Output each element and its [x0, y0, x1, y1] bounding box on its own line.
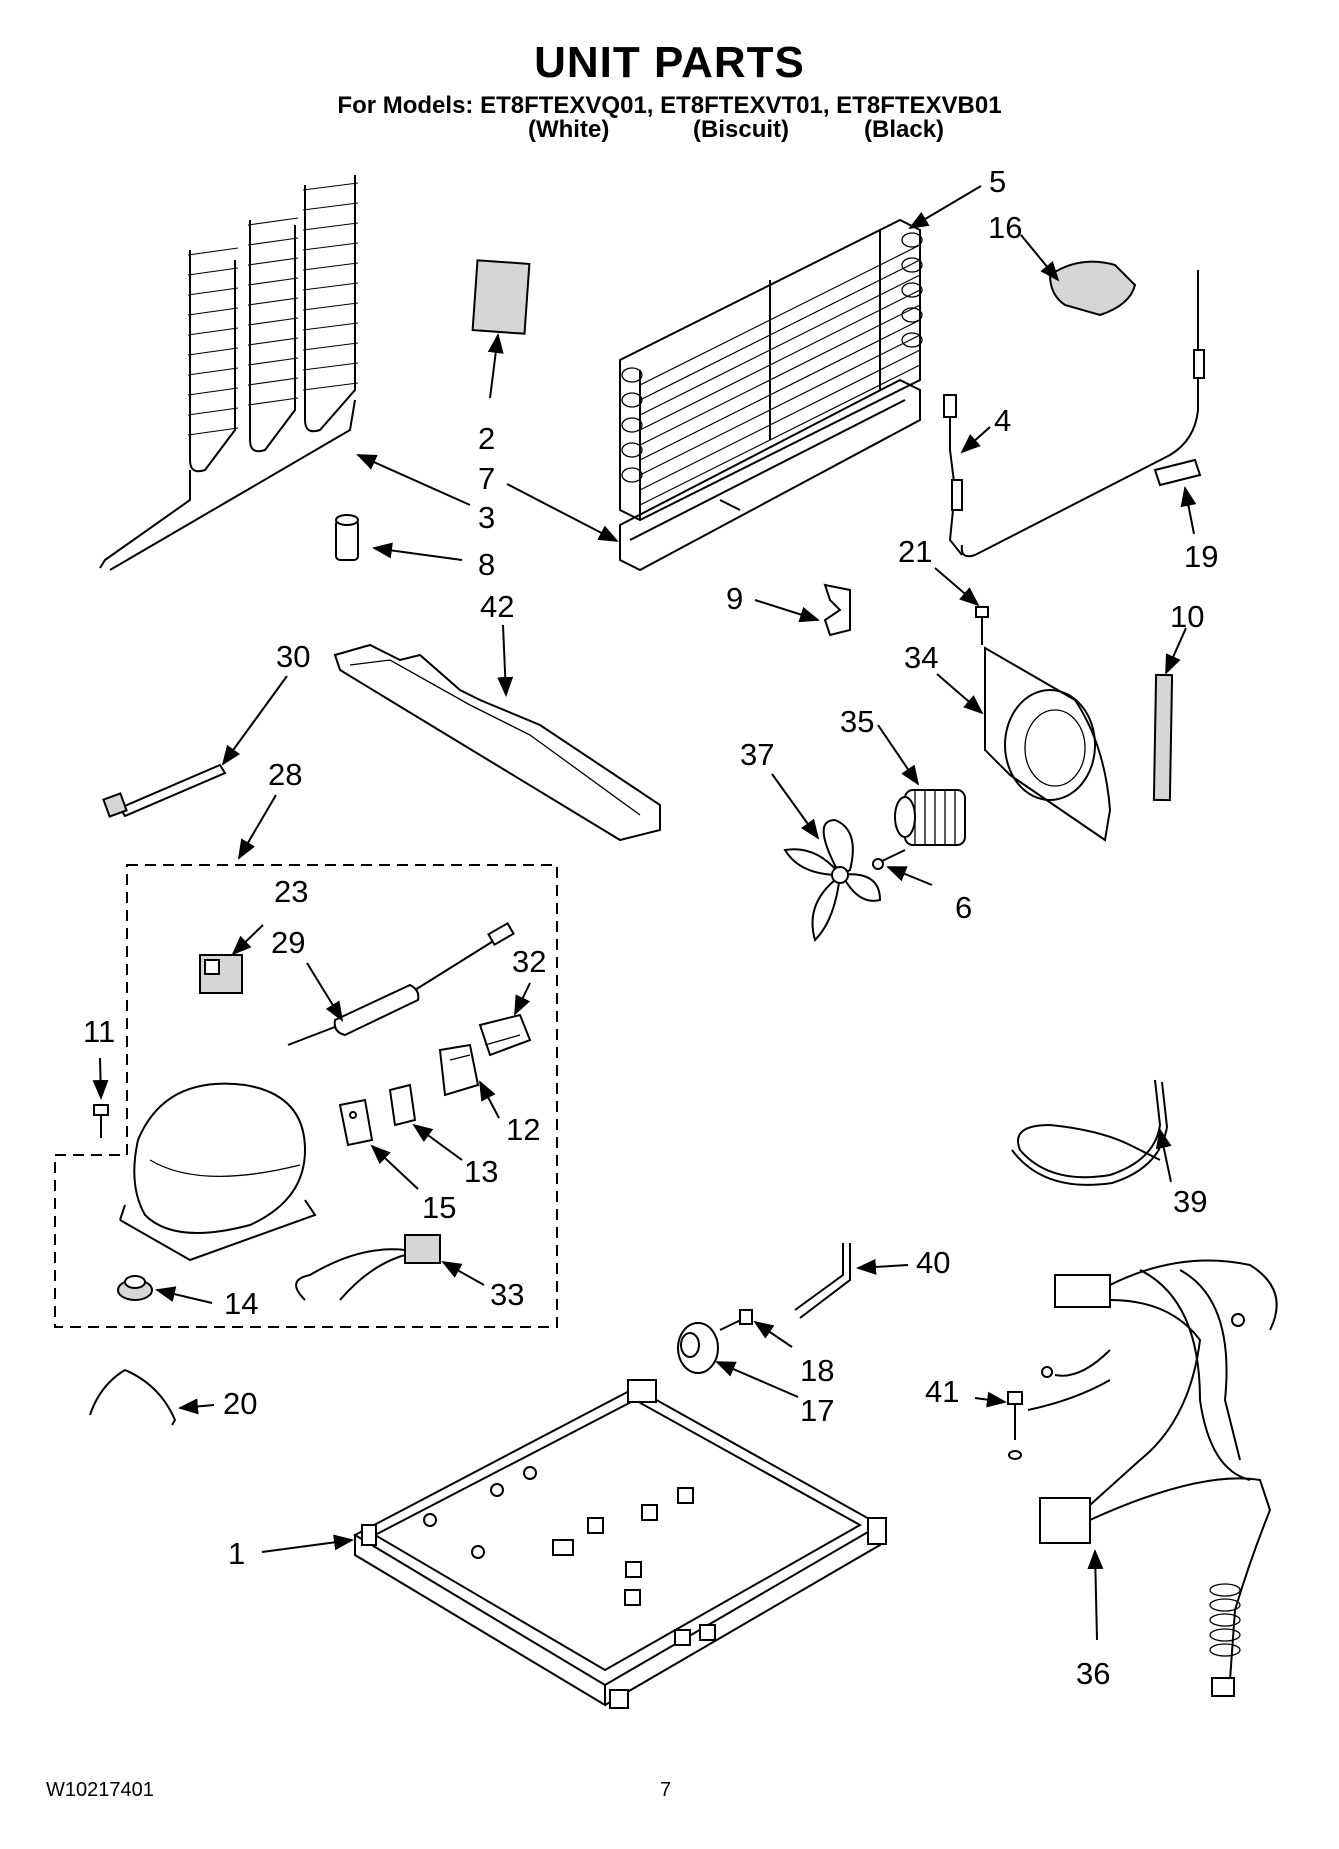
callout-12: 12 [506, 1112, 540, 1147]
callout-35: 35 [840, 704, 874, 739]
callout-28: 28 [268, 757, 302, 792]
callout-18: 18 [800, 1353, 834, 1388]
callout-7: 7 [478, 461, 495, 496]
callout-6: 6 [955, 890, 972, 925]
relay-drawing [199, 954, 243, 994]
page-number: 7 [660, 1779, 672, 1801]
compressor-drawing [119, 1082, 317, 1262]
callout-20: 20 [223, 1386, 257, 1421]
evaporator-coil-drawing [619, 218, 923, 522]
callout-15: 15 [422, 1190, 456, 1225]
fan-shroud-drawing [984, 646, 1112, 842]
callout-36: 36 [1076, 1656, 1110, 1691]
callout-14: 14 [224, 1286, 258, 1321]
callout-8: 8 [478, 547, 495, 582]
callout-4: 4 [994, 403, 1011, 438]
color-label-black: (Black) [864, 116, 945, 143]
compressor-kit-boundary [54, 864, 558, 1328]
drain-pan-drawing [333, 643, 661, 842]
cylinder-part-drawing [335, 514, 359, 561]
sensor-wire-drawing [960, 270, 1205, 558]
callout-10: 10 [1170, 599, 1204, 634]
callout-40: 40 [916, 1245, 950, 1280]
cover-part-drawing [1048, 260, 1137, 317]
color-label-white: (White) [528, 116, 610, 143]
callout-39: 39 [1173, 1184, 1207, 1219]
pin-drawing [719, 1309, 753, 1331]
callout-23: 23 [274, 874, 308, 909]
screw-11-drawing [93, 1104, 109, 1138]
callout-2: 2 [478, 421, 495, 456]
bracket-part-drawing [823, 583, 851, 637]
condenser-coil-drawing [99, 175, 359, 571]
screw-41-drawing [1007, 1391, 1023, 1460]
filter-drier-drawing [287, 921, 515, 1046]
fan-blade-drawing [783, 818, 882, 942]
document-number: W10217401 [46, 1779, 154, 1801]
compressor-harness-drawing [295, 1234, 441, 1301]
callout-1: 1 [228, 1536, 245, 1571]
screw-6-drawing [872, 849, 906, 870]
model-list: For Models: ET8FTEXVQ01, ET8FTEXVT01, ET… [337, 92, 1002, 119]
clip-drawing [89, 1368, 177, 1426]
callout-42: 42 [480, 589, 514, 624]
cable-tie-drawing [102, 763, 227, 818]
callout-21: 21 [898, 534, 932, 569]
start-device-drawing [438, 1043, 480, 1097]
defrost-wire-drawing [943, 394, 963, 556]
callout-19: 19 [1184, 539, 1218, 574]
screw-21-drawing [975, 606, 989, 645]
roller-drawing [677, 1322, 719, 1374]
drain-trough-drawing [619, 378, 921, 572]
callout-5: 5 [989, 164, 1006, 199]
callout-11: 11 [83, 1014, 115, 1049]
overload-drawing [478, 1013, 532, 1057]
tube-39-drawing [1011, 1079, 1169, 1186]
page-title: UNIT PARTS [534, 38, 805, 87]
gasket-pad-drawing [471, 259, 531, 335]
color-label-biscuit: (Biscuit) [693, 116, 789, 143]
strip-part-drawing [1152, 673, 1174, 802]
callout-37: 37 [740, 737, 774, 772]
callout-34: 34 [904, 640, 938, 675]
callout-17: 17 [800, 1393, 834, 1428]
callout-labels: 2 3 7 8 5 16 4 19 21 9 10 34 35 37 6 30 … [83, 164, 1218, 1691]
callout-30: 30 [276, 639, 310, 674]
tube-40-drawing [794, 1243, 851, 1319]
callout-16: 16 [988, 210, 1022, 245]
main-harness-drawing [1027, 1259, 1278, 1697]
connector-13-drawing [388, 1083, 417, 1127]
callout-32: 32 [512, 944, 546, 979]
terminal-15-drawing [338, 1098, 374, 1147]
callout-9: 9 [726, 581, 743, 616]
callout-29: 29 [271, 925, 305, 960]
callout-33: 33 [490, 1277, 524, 1312]
callout-13: 13 [464, 1154, 498, 1189]
callout-41: 41 [925, 1374, 959, 1409]
grommet-drawing [117, 1275, 153, 1301]
base-frame-drawing [352, 1379, 887, 1709]
leader-arrows [92, 185, 1197, 1641]
fan-motor-drawing [894, 789, 966, 846]
callout-3: 3 [478, 500, 495, 535]
